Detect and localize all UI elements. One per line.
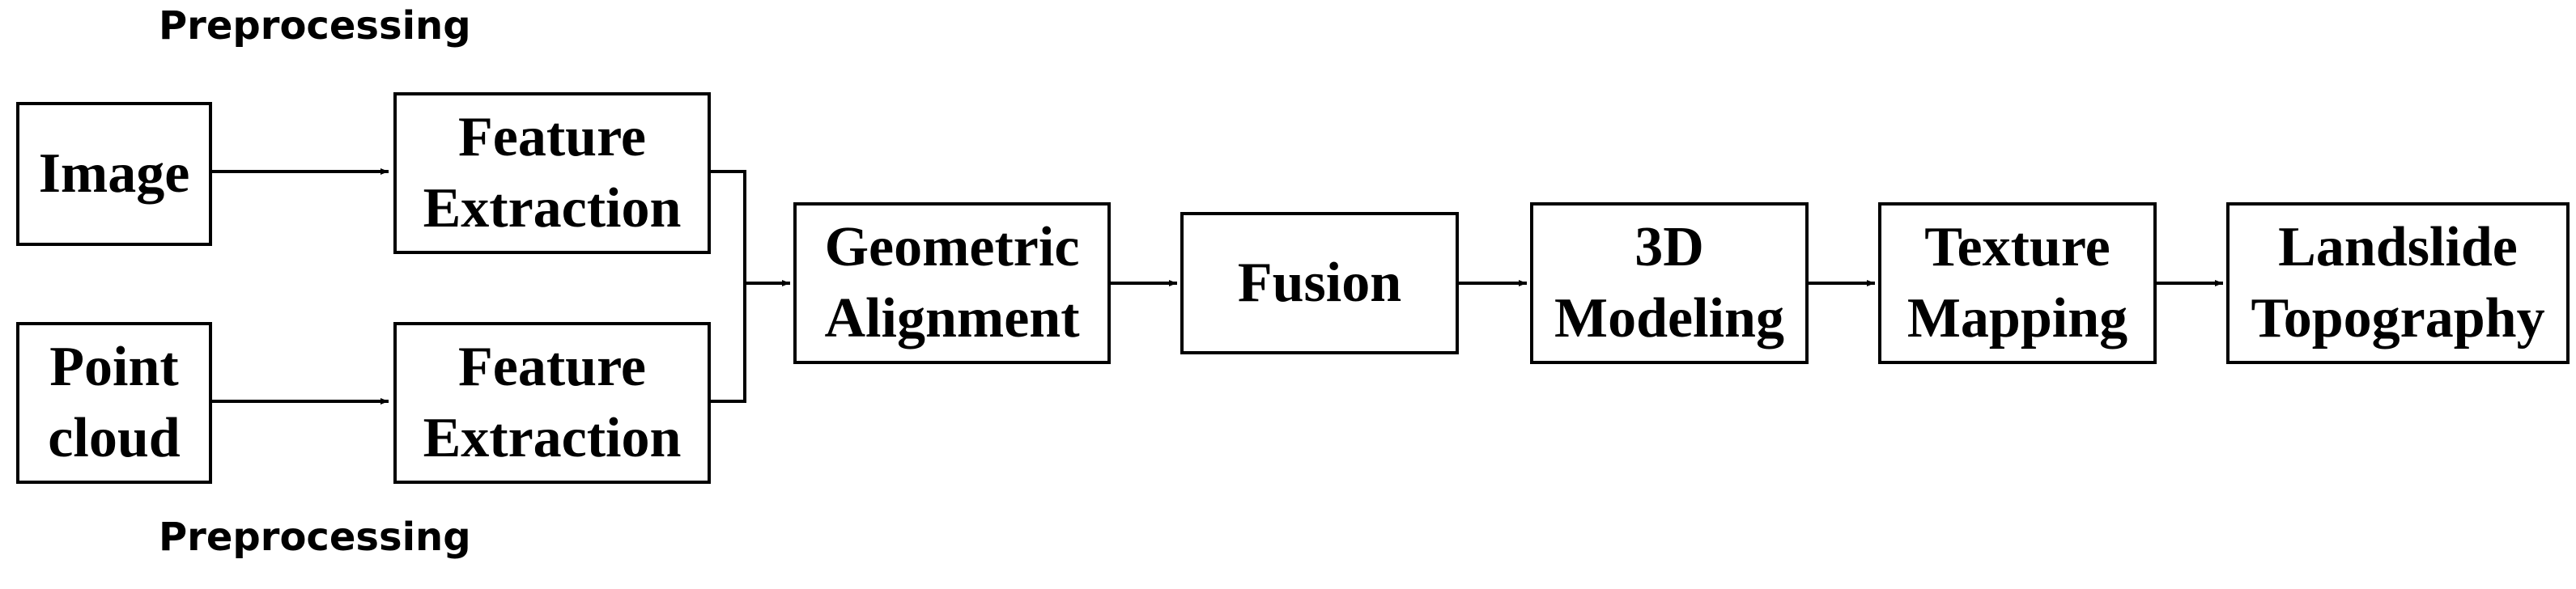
node-text-line: Point xyxy=(49,336,179,398)
node-text-line: Topography xyxy=(2251,287,2545,350)
node-text-line: Geometric xyxy=(824,216,1080,278)
preprocessing-label-bottom: Preprocessing xyxy=(159,515,471,560)
3d-modeling-node: 3D Modeling xyxy=(1530,202,1809,364)
node-text-line: Fusion xyxy=(1237,252,1402,314)
node-text-line: Feature xyxy=(458,106,646,168)
connector-bottom-feature-extraction xyxy=(709,283,746,403)
image-node: Image xyxy=(16,102,212,246)
node-text-line: Extraction xyxy=(423,177,682,239)
landslide-topography-node: Landslide Topography xyxy=(2226,202,2570,364)
node-text-line: Alignment xyxy=(824,287,1080,350)
fusion-node: Fusion xyxy=(1180,212,1459,354)
feature-extraction-node-bottom: Feature Extraction xyxy=(393,322,711,484)
texture-mapping-node: Texture Mapping xyxy=(1878,202,2157,364)
node-text-line: Image xyxy=(38,142,190,205)
node-text-line: Mapping xyxy=(1906,287,2128,350)
feature-extraction-node-top: Feature Extraction xyxy=(393,92,711,254)
node-text-line: Texture xyxy=(1924,216,2111,278)
preprocessing-label-top: Preprocessing xyxy=(159,3,471,49)
node-text-line: Modeling xyxy=(1554,287,1784,350)
geometric-alignment-node: Geometric Alignment xyxy=(793,202,1111,364)
node-text-line: 3D xyxy=(1634,216,1704,278)
node-text-line: Landslide xyxy=(2278,216,2518,278)
connector-top-feature-extraction xyxy=(709,170,746,283)
point-cloud-node: Point cloud xyxy=(16,322,212,484)
node-text-line: cloud xyxy=(48,407,181,469)
node-text-line: Feature xyxy=(458,336,646,398)
node-text-line: Extraction xyxy=(423,407,682,469)
